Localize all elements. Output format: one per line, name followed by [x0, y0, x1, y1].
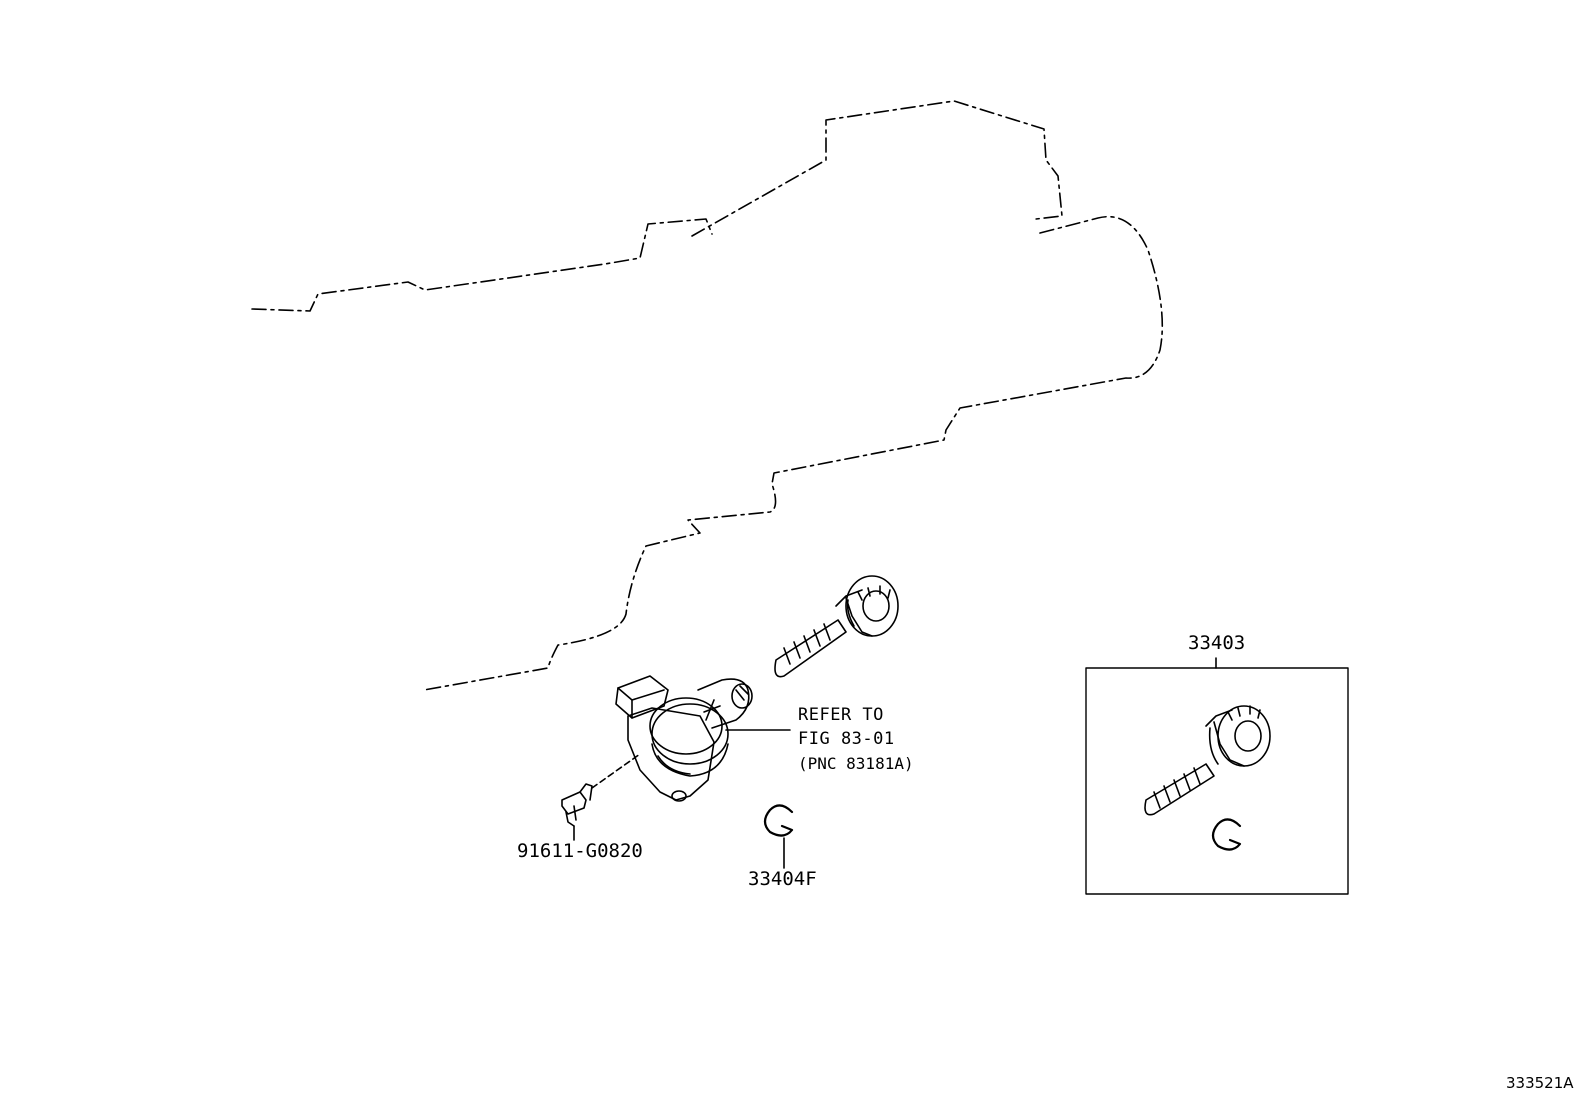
speed-sensor [615, 675, 753, 802]
refer-note-line1: REFER TO [798, 705, 884, 725]
o-ring-clip [763, 804, 794, 837]
part-label-91611-g0820: 91611-G0820 [517, 840, 643, 862]
kit-gear [1144, 705, 1271, 816]
part-label-33404f: 33404F [748, 868, 817, 890]
part-label-33403: 33403 [1188, 632, 1246, 654]
driven-gear [774, 575, 899, 678]
bolt-dashed-line [591, 753, 641, 789]
transmission-outline [251, 100, 1164, 691]
figure-id: 333521A [1506, 1074, 1574, 1092]
kit-box [1085, 667, 1349, 895]
kit-clip [1211, 818, 1242, 851]
refer-note-line3: (PNC 83181A) [798, 754, 914, 773]
refer-note-line2: FIG 83-01 [798, 729, 895, 749]
bolt [561, 783, 593, 827]
